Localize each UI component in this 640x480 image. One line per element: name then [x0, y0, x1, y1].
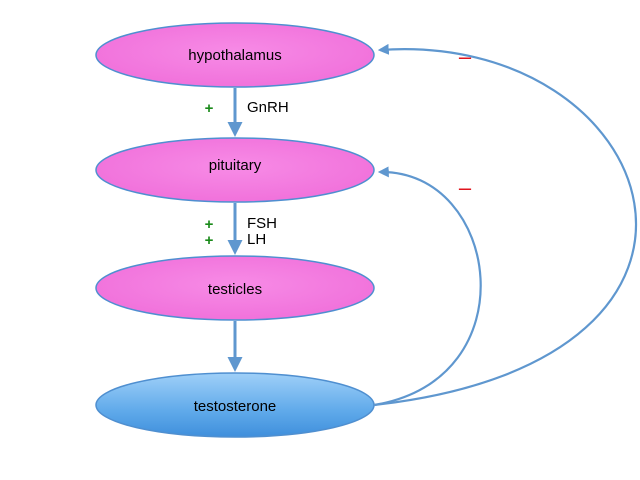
node-hypothalamus-label: hypothalamus — [188, 47, 281, 64]
node-testicles: testicles — [95, 255, 375, 321]
feedback-hypothalamus-sign: – — [459, 44, 472, 69]
lh-label: LH — [247, 231, 266, 248]
node-pituitary-label: pituitary — [209, 157, 262, 174]
feedback-arrow-testosterone-to-hypothalamus — [373, 43, 638, 407]
node-hypothalamus: hypothalamus — [95, 22, 375, 88]
lh-sign: + — [205, 232, 214, 249]
node-testosterone: testosterone — [95, 372, 375, 438]
fsh-sign: + — [205, 216, 214, 233]
feedback-arrow-testosterone-to-pituitary — [373, 166, 482, 407]
fsh-label: FSH — [247, 215, 277, 232]
node-testosterone-label: testosterone — [194, 398, 277, 415]
gnrh-label: GnRH — [247, 99, 289, 116]
node-testicles-label: testicles — [208, 281, 262, 298]
node-pituitary: pituitary — [95, 137, 375, 203]
gnrh-sign: + — [205, 100, 214, 117]
feedback-pituitary-sign: – — [459, 175, 472, 200]
